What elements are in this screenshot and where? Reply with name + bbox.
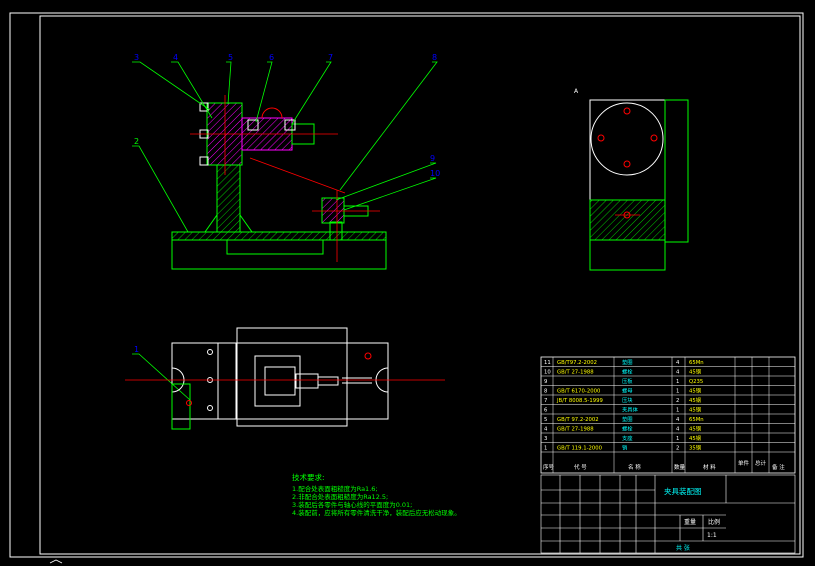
top-view bbox=[125, 327, 445, 430]
bom-cell-qty: 4 bbox=[676, 370, 680, 376]
side-view-mark: A bbox=[574, 88, 579, 95]
sheet-label: 共 张 bbox=[676, 544, 690, 552]
bom-cell-name: 压块 bbox=[622, 396, 633, 404]
bom-header-total: 总计 bbox=[755, 459, 767, 467]
balloon-1: 1 bbox=[134, 345, 139, 354]
bom-cell-material: Q235 bbox=[689, 379, 703, 385]
leader-lines bbox=[132, 61, 438, 401]
bom-cell-code: JB/T 8008.5-1999 bbox=[556, 398, 603, 404]
bom-cell-name: 夹具体 bbox=[622, 406, 639, 414]
bom-cell-material: 45钢 bbox=[689, 425, 701, 433]
bom-header-remark: 备 注 bbox=[772, 463, 785, 471]
bom-cell-qty: 4 bbox=[676, 360, 680, 366]
bom-cell-name: 螺母 bbox=[622, 387, 633, 395]
technical-notes: 技术要求: 1.配合处表面粗糙度为Ra1.6; 2.非配合处表面粗糙度为Ra12… bbox=[292, 472, 461, 517]
bom-cell-qty: 1 bbox=[676, 389, 679, 395]
bom-cell-material: 45钢 bbox=[689, 387, 701, 395]
bom-cell-name: 螺栓 bbox=[622, 368, 633, 376]
bom-cell-no: 8 bbox=[544, 389, 548, 395]
bom-header-no: 序号 bbox=[543, 463, 555, 471]
bom-cell-qty: 4 bbox=[676, 417, 680, 423]
balloon-10: 10 bbox=[430, 169, 440, 178]
scale-label: 比例 bbox=[708, 518, 720, 526]
scale-value: 1:1 bbox=[707, 532, 717, 539]
weight-label: 重量 bbox=[684, 518, 696, 526]
bom-cell-material: 45钢 bbox=[689, 368, 701, 376]
bom-cell-name: 支座 bbox=[622, 434, 633, 442]
balloon-5: 5 bbox=[228, 53, 233, 62]
bom-cell-material: 45钢 bbox=[689, 396, 701, 404]
drawing-title: 夹具装配图 bbox=[664, 486, 702, 496]
bom-cell-code: GB/T 119.1-2000 bbox=[557, 446, 603, 452]
bom-cell-material: 45钢 bbox=[689, 434, 701, 442]
bom-cell-no: 10 bbox=[544, 370, 551, 376]
bom-cell-name: 垫圈 bbox=[622, 415, 633, 423]
bom-cell-code: GB/T 27-1988 bbox=[557, 427, 594, 433]
bom-cell-no: 11 bbox=[544, 360, 551, 366]
title-block bbox=[540, 474, 796, 554]
bom-cell-no: 9 bbox=[544, 379, 547, 385]
bom-cell-qty: 4 bbox=[676, 427, 680, 433]
balloon-7: 7 bbox=[328, 53, 333, 62]
balloon-4: 4 bbox=[173, 53, 178, 62]
bom-cell-no: 5 bbox=[544, 417, 547, 423]
bom-header-qty: 数量 bbox=[674, 463, 686, 471]
side-view: A bbox=[574, 88, 689, 271]
balloon-2: 2 bbox=[134, 137, 139, 146]
bom-cell-name: 垫圈 bbox=[622, 358, 633, 366]
balloon-9: 9 bbox=[430, 154, 435, 163]
bom-header-name: 名 称 bbox=[628, 463, 641, 471]
balloon-3: 3 bbox=[134, 53, 139, 62]
clamp-pad bbox=[321, 197, 345, 224]
flange-disc bbox=[590, 102, 664, 176]
bom-cell-name: 压板 bbox=[622, 377, 633, 385]
notes-line-1: 1.配合处表面粗糙度为Ra1.6; bbox=[292, 484, 378, 493]
bom-cell-qty: 2 bbox=[676, 398, 679, 404]
upright-column bbox=[216, 164, 241, 233]
balloon-8: 8 bbox=[432, 53, 437, 62]
bom-header-code: 代 号 bbox=[574, 463, 587, 471]
bom-cell-material: 45钢 bbox=[689, 406, 701, 414]
bom-cell-no: 6 bbox=[544, 408, 548, 414]
balloon-6: 6 bbox=[269, 53, 274, 62]
inner-frame bbox=[39, 15, 801, 555]
bom-cell-no: 3 bbox=[544, 436, 547, 442]
outer-frame bbox=[9, 12, 804, 558]
bom-cell-material: 65Mn bbox=[689, 360, 704, 366]
bom-cell-qty: 2 bbox=[676, 446, 679, 452]
bom-cell-qty: 1 bbox=[676, 408, 679, 414]
balloon-numbers: 3 4 5 6 7 8 2 9 10 1 bbox=[134, 53, 440, 354]
side-base-section bbox=[589, 199, 666, 241]
notes-heading: 技术要求: bbox=[292, 472, 325, 482]
notes-line-2: 2.非配合处表面粗糙度为Ra12.5; bbox=[292, 492, 388, 501]
bom-cell-code: GB/T97.2-2002 bbox=[557, 360, 597, 366]
bom-header-unit: 单件 bbox=[738, 459, 750, 467]
front-view bbox=[171, 95, 387, 270]
notes-line-3: 3.装配后各零件与轴心线的平面度为0.01; bbox=[292, 500, 412, 509]
bom-cell-no: 7 bbox=[544, 398, 547, 404]
bom-cell-name: 销 bbox=[622, 444, 628, 452]
notes-line-4: 4.装配前，应将所有零件清洗干净，装配后应无松动现象。 bbox=[292, 508, 461, 517]
bom-cell-qty: 1 bbox=[676, 379, 679, 385]
bom-cell-code: GB/T 6170-2000 bbox=[557, 389, 601, 395]
bom-cell-code: GB/T 97.2-2002 bbox=[557, 417, 599, 423]
bom-cell-name: 螺栓 bbox=[622, 425, 633, 433]
bom-cell-no: 1 bbox=[544, 446, 547, 452]
bom-cell-no: 4 bbox=[544, 427, 548, 433]
bom-cell-code: GB/T 27-1988 bbox=[557, 370, 594, 376]
bom-cell-material: 35钢 bbox=[689, 444, 701, 452]
base-top-strip bbox=[171, 231, 387, 241]
bom-cell-qty: 1 bbox=[676, 436, 679, 442]
bom-cell-material: 65Mn bbox=[689, 417, 704, 423]
bom-header-material: 材 料 bbox=[703, 463, 716, 471]
